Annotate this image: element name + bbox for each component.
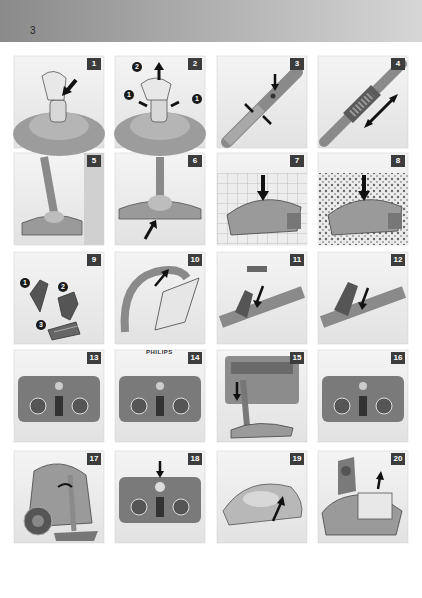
page-number: 3 (30, 25, 36, 36)
panel-number: 20 (391, 453, 405, 465)
panel-number-holder: 2 (188, 58, 202, 70)
panel-number-holder: 11 (290, 254, 304, 266)
panel-number-holder: 5 (87, 155, 101, 167)
panel-number-holder: 10 (188, 254, 202, 266)
panel-number: 12 (391, 254, 405, 266)
panel-number-holder: 6 (188, 155, 202, 167)
panel-number: 3 (290, 58, 304, 70)
panel-number-holder: 18 (188, 453, 202, 465)
panel-number: 15 (290, 352, 304, 364)
panel-number: 1 (87, 58, 101, 70)
panel-number: 11 (290, 254, 304, 266)
brand-mark: PHILIPS (146, 349, 173, 355)
callout-number-holder: 1 (192, 94, 202, 104)
callout-number-holder: 2 (132, 62, 142, 72)
callout-number: 2 (132, 62, 142, 72)
panel-number-holder: 12 (391, 254, 405, 266)
panel-number: 2 (188, 58, 202, 70)
panel-number: 13 (87, 352, 101, 364)
panel-number: 6 (188, 155, 202, 167)
panel-number: 19 (290, 453, 304, 465)
callout-number-holder: 3 (36, 320, 46, 330)
panel-number-holder: 3 (290, 58, 304, 70)
panel-number: 16 (391, 352, 405, 364)
panel-number: 8 (391, 155, 405, 167)
callout-number-holder: 1 (124, 90, 134, 100)
callout-number-holder: 2 (58, 282, 68, 292)
panel-number-holder: 20 (391, 453, 405, 465)
callout-number: 3 (36, 320, 46, 330)
panel-number-holder: 17 (87, 453, 101, 465)
panel-number-holder: 9 (87, 254, 101, 266)
panel-number: 14 (188, 352, 202, 364)
callout-number-holder: 1 (20, 278, 30, 288)
panel-number-holder: 13 (87, 352, 101, 364)
panel-number: 4 (391, 58, 405, 70)
callout-number: 1 (192, 94, 202, 104)
panel-number-holder: 19 (290, 453, 304, 465)
panel-number: 17 (87, 453, 101, 465)
panel-number: 18 (188, 453, 202, 465)
panel-number-holder: 14 (188, 352, 202, 364)
panel-number: 5 (87, 155, 101, 167)
brand-mark-holder: PHILIPS (146, 349, 173, 355)
callout-number: 1 (20, 278, 30, 288)
callout-number: 2 (58, 282, 68, 292)
panel-number-holder: 8 (391, 155, 405, 167)
page-number-holder: 3 (30, 25, 36, 36)
panel-number: 9 (87, 254, 101, 266)
panel-number: 10 (188, 254, 202, 266)
panel-number-holder: 16 (391, 352, 405, 364)
panel-number-holder: 1 (87, 58, 101, 70)
callout-number: 1 (124, 90, 134, 100)
panel-number-holder: 7 (290, 155, 304, 167)
panel-number-holder: 15 (290, 352, 304, 364)
panel-number: 7 (290, 155, 304, 167)
panel-number-holder: 4 (391, 58, 405, 70)
